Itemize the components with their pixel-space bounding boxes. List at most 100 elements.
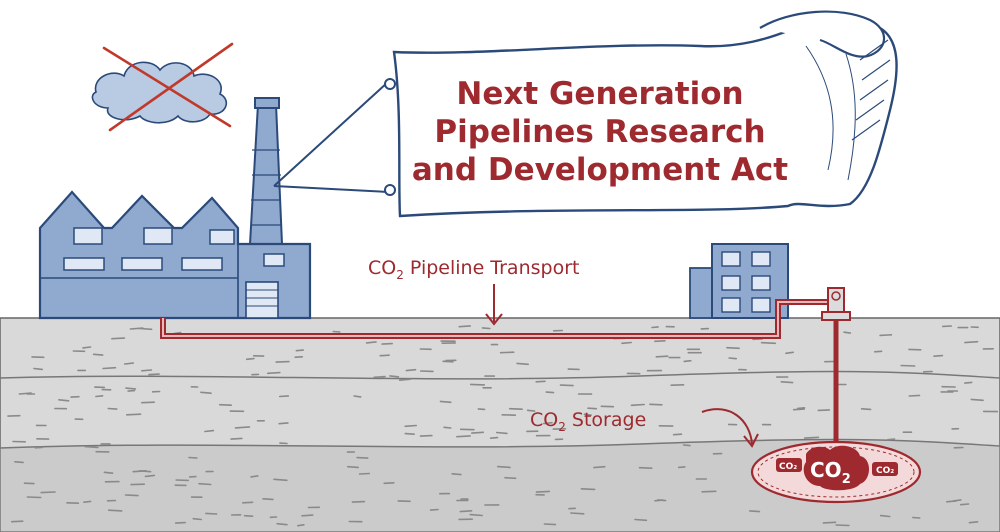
ground-dash — [908, 394, 921, 397]
banner-line-1: Next Generation — [456, 76, 743, 112]
banner-line-3: and Development Act — [412, 152, 788, 188]
ground-dash — [398, 378, 412, 382]
ground-dash — [469, 513, 484, 517]
ground-dash — [545, 391, 555, 394]
ground-dash — [535, 380, 546, 383]
ground-dash — [748, 510, 761, 513]
transport-label: CO2 Pipeline Transport — [368, 257, 579, 282]
ground-dash — [843, 331, 852, 334]
ground-dash — [111, 337, 126, 340]
ground-dash — [933, 354, 944, 358]
ground-dash — [442, 360, 454, 363]
ground-dash — [495, 431, 508, 435]
ground-dash — [835, 524, 850, 527]
ground-dash — [496, 465, 511, 469]
ground-dash — [82, 346, 92, 349]
ground-dash — [701, 490, 717, 493]
ground-dash — [873, 350, 883, 353]
ground-dash — [583, 413, 592, 417]
ground-dash — [817, 409, 831, 412]
ground-dash — [456, 435, 471, 438]
ground-dash — [245, 357, 255, 361]
ground-dash — [278, 422, 289, 425]
ground-dash — [83, 500, 92, 504]
ground-dash — [126, 413, 142, 416]
ground-dash — [262, 497, 274, 501]
ground-dash — [404, 432, 416, 436]
ground-dash — [879, 514, 891, 518]
ground-dash — [526, 409, 536, 412]
ground-dash — [651, 326, 659, 329]
ground-dash — [451, 472, 462, 476]
ground-dash — [963, 381, 973, 384]
ground-dash — [504, 476, 517, 480]
ground-dash — [346, 465, 360, 469]
ground-dash — [266, 371, 281, 375]
ground-dash — [803, 436, 820, 439]
ground-dash — [379, 354, 390, 357]
ground-dash — [301, 514, 314, 517]
ground-dash — [381, 342, 394, 345]
ground-dash — [760, 341, 777, 345]
ground-dash — [230, 437, 243, 440]
ground-dash — [683, 359, 692, 363]
ground-dash — [630, 403, 646, 407]
ground-dash — [125, 387, 137, 390]
ground-dash — [489, 436, 499, 440]
ground-dash — [218, 403, 232, 407]
ground-dash — [726, 346, 740, 350]
ground-dash — [655, 355, 669, 358]
ground-dash — [634, 518, 648, 522]
ground-dash — [672, 433, 683, 436]
ground-dash — [728, 357, 738, 360]
ground-dash — [95, 394, 104, 398]
ground-dash — [796, 406, 806, 410]
ground-dash — [389, 375, 400, 378]
co2-pipeline — [160, 299, 839, 462]
ground-dash — [373, 375, 386, 379]
ground-dash — [332, 330, 341, 333]
ground-dash — [141, 401, 155, 404]
ground-dash — [273, 478, 288, 482]
ground-dash — [419, 434, 433, 437]
storage-label: CO2 Storage — [530, 409, 646, 434]
ground-dash — [198, 482, 212, 486]
ground-dash — [33, 367, 44, 371]
ground-dash — [405, 368, 417, 372]
ground-dash — [144, 474, 156, 478]
ground-dash — [40, 491, 56, 494]
ground-dash — [243, 514, 254, 518]
ground-dash — [139, 469, 152, 473]
banner-icon — [273, 10, 898, 218]
ground-dash — [968, 520, 979, 524]
ground-dash — [542, 421, 553, 425]
ground-dash — [580, 487, 596, 491]
ground-dash — [477, 408, 486, 411]
ground-dash — [92, 353, 104, 356]
ground-dash — [234, 426, 251, 429]
ground-dash — [970, 398, 984, 402]
ground-dash — [84, 445, 99, 449]
ground-dash — [964, 340, 979, 344]
ground-dash — [148, 373, 160, 376]
ground-dash — [174, 521, 186, 524]
crossed-out-smoke-icon — [91, 42, 234, 132]
ground-dash — [470, 431, 485, 434]
ground-dash — [276, 522, 288, 526]
ground-dash — [204, 429, 215, 433]
ground-dash — [654, 339, 666, 343]
co2-reservoir — [750, 440, 922, 504]
ground-dash — [945, 500, 958, 503]
ground-dash — [559, 384, 574, 387]
ground-dash — [860, 407, 872, 411]
building-icon — [689, 243, 789, 319]
ground-dash — [780, 380, 794, 384]
ground-dash — [103, 471, 114, 475]
ground-dash — [365, 341, 377, 344]
ground-dash — [102, 366, 117, 370]
ground-dash — [443, 426, 452, 429]
ground-dash — [587, 407, 598, 410]
ground-dash — [278, 395, 290, 398]
ground-dash — [107, 407, 118, 410]
ground-dash — [469, 383, 486, 386]
